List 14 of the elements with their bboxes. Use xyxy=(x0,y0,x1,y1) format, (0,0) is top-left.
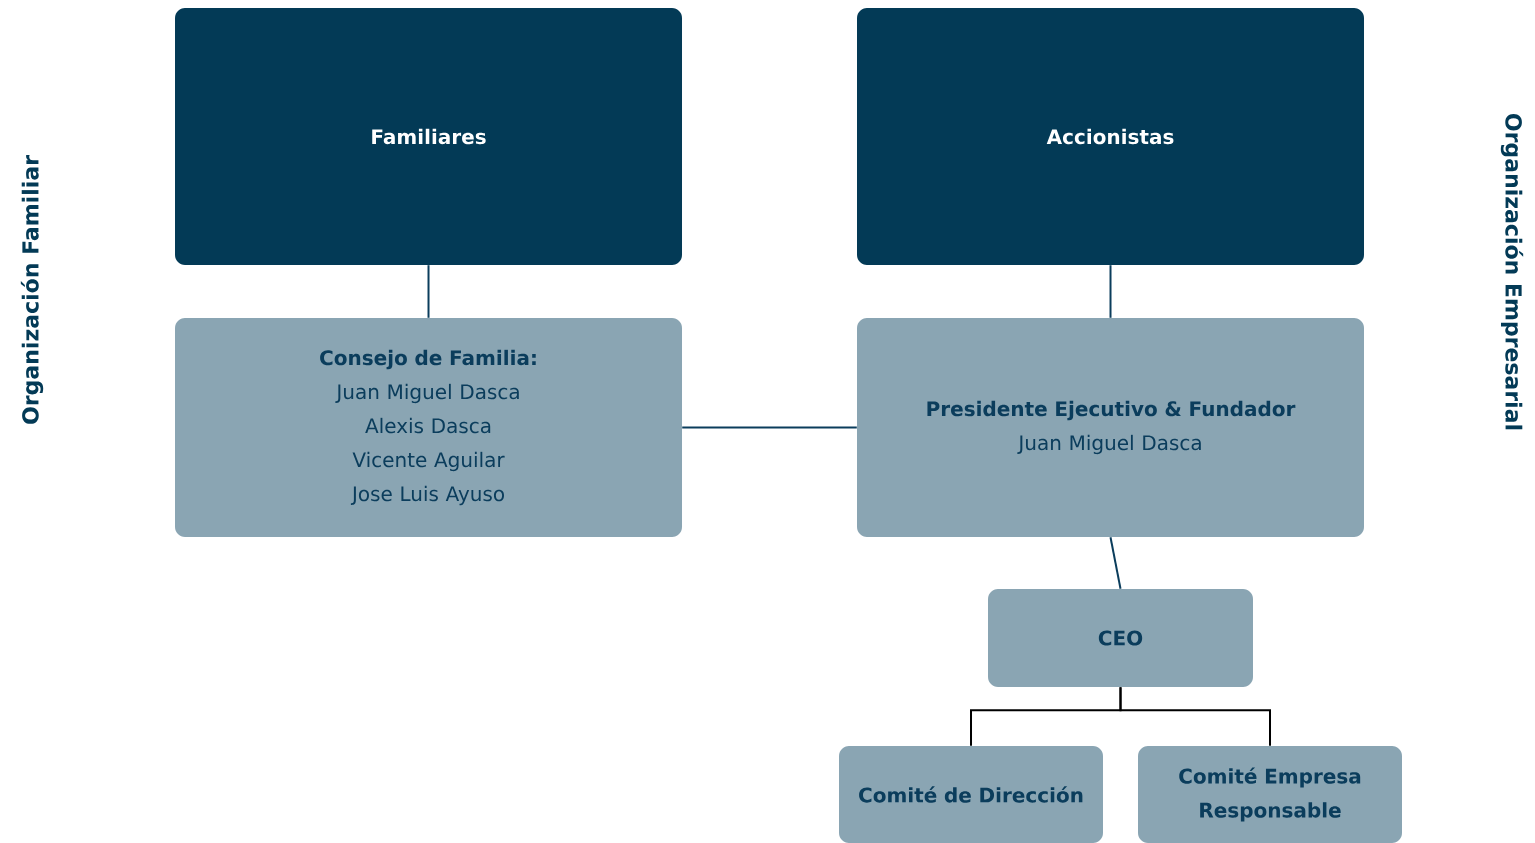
group-box: Familiares xyxy=(175,8,682,265)
connector-line xyxy=(681,426,858,429)
connector-line xyxy=(1119,686,1271,747)
council-box: Consejo de Familia: Juan Miguel Dasca Alexis Dasca Vicente Aguilar Jose Luis Ayuso xyxy=(175,318,682,537)
connector-line xyxy=(1109,264,1112,319)
side-label: Organización Empresarial xyxy=(1500,114,1524,430)
committee-box: Comité de Dirección xyxy=(839,746,1103,843)
committee-box: Comité Empresa Responsable xyxy=(1138,746,1402,843)
president-box: Presidente Ejecutivo & Fundador Juan Miguel Dasca xyxy=(857,318,1364,537)
connector-line xyxy=(427,264,430,319)
role-box: CEO xyxy=(988,589,1253,687)
side-label: Organización Familiar xyxy=(20,155,44,424)
connector-line xyxy=(1109,536,1122,590)
group-box: Accionistas xyxy=(857,8,1364,265)
